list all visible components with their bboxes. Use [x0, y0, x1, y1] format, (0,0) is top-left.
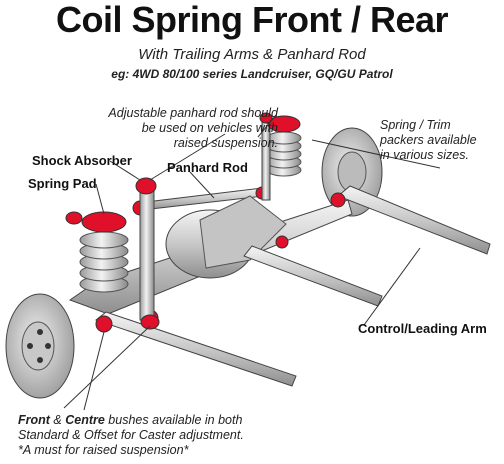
left-brake-disc	[5, 293, 75, 399]
subtitle: With Trailing Arms & Panhard Rod	[138, 46, 366, 63]
shock-absorber-label: Shock Absorber	[32, 153, 132, 168]
bushes-note-rest: bushes available in both	[104, 413, 243, 427]
panhard-rod-label: Panhard Rod	[167, 160, 248, 175]
panhard-note-line: raised suspension.	[173, 136, 278, 150]
example-vehicles: eg: 4WD 80/100 series Landcruiser, GQ/GU…	[111, 67, 393, 81]
differential	[165, 195, 287, 279]
panhard-note-line: Adjustable panhard rod should	[108, 106, 278, 120]
amp-word: &	[49, 413, 66, 427]
spring-packers-note: Spring / Trim packers available in vario…	[380, 118, 500, 163]
right-shock-bush-top	[259, 112, 273, 124]
bushes-note-line3: *A must for raised suspension*	[18, 443, 189, 457]
page-title: Coil Spring Front / Rear	[55, 0, 449, 40]
spring-note-line: in various sizes.	[380, 148, 469, 162]
spring-note-line: Spring / Trim	[380, 118, 451, 132]
right-coil-spring	[266, 131, 302, 177]
control-arm-label: Control/Leading Arm	[358, 321, 487, 336]
bushes-note-line2: Standard & Offset for Caster adjustment.	[18, 428, 244, 442]
left-shock-absorber	[139, 185, 155, 321]
upper-arm-bush	[65, 211, 83, 225]
leader-lines	[63, 114, 441, 411]
bushes-note: Front & Centre bushes available in both …	[18, 413, 318, 458]
right-control-arm	[337, 185, 491, 255]
left-coil-spring	[79, 231, 129, 293]
spring-note-line: packers available	[380, 133, 477, 147]
left-shock-bush-bottom	[140, 314, 160, 330]
front-word: Front	[18, 413, 50, 427]
centre-word: Centre	[65, 413, 105, 427]
panhard-note-line: be used on vehicles with	[141, 121, 278, 135]
spring-pad-label: Spring Pad	[28, 176, 97, 191]
left-shock-bush-top	[135, 177, 157, 195]
front-bush	[95, 315, 113, 333]
right-arm-bush	[330, 192, 346, 208]
panhard-rod-note: Adjustable panhard rod should be used on…	[44, 106, 278, 151]
left-spring-pad	[81, 211, 127, 233]
axle-bush	[275, 235, 289, 249]
driveshaft	[243, 245, 383, 307]
bushes-note-line1: Front & Centre bushes available in both	[18, 413, 318, 428]
